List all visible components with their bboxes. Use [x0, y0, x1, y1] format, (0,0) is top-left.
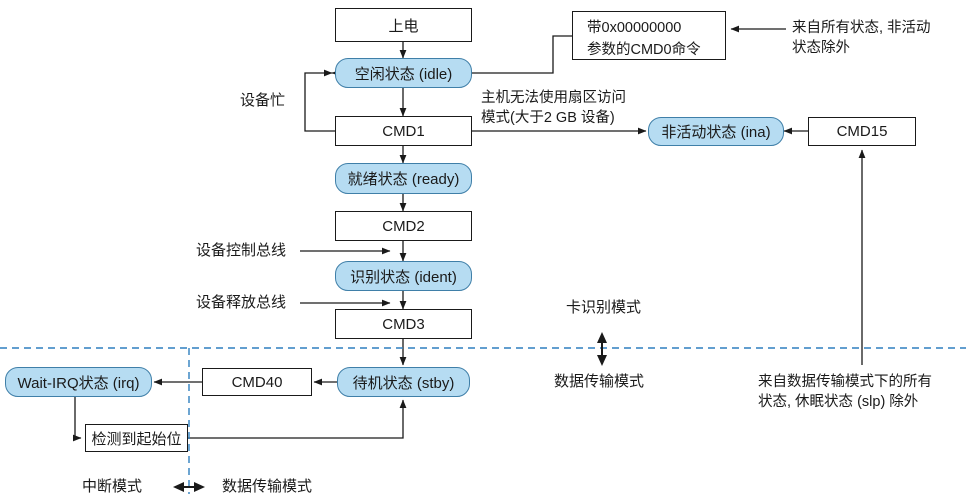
- label-data-transfer-mode: 数据传输模式: [554, 373, 645, 390]
- node-cmd1[interactable]: CMD1: [335, 116, 472, 146]
- label-from-all-states: 来自所有状态, 非活动 状态除外: [792, 18, 962, 58]
- mode-double-arrow-horizontal: [173, 482, 205, 492]
- edge-startbit-stby: [188, 399, 407, 439]
- label-host-no-sector-line2: 模式(大于2 GB 设备): [481, 110, 615, 126]
- node-cmd3[interactable]: CMD3: [335, 309, 472, 339]
- mode-double-arrow-vertical: [597, 332, 607, 366]
- label-from-dtm-line2: 状态, 休眠状态 (slp) 除外: [758, 394, 919, 410]
- node-cmd2[interactable]: CMD2: [335, 211, 472, 241]
- cmd0-note-line2: 参数的CMD0命令: [587, 42, 701, 58]
- label-device-busy: 设备忙: [240, 92, 286, 109]
- node-start-bit-detected[interactable]: 检测到起始位: [85, 424, 188, 452]
- label-device-release-bus: 设备释放总线: [196, 294, 287, 311]
- node-idle-state[interactable]: 空闲状态 (idle): [335, 58, 472, 88]
- label-device-control-bus: 设备控制总线: [196, 242, 287, 259]
- label-host-no-sector-access: 主机无法使用扇区访问 模式(大于2 GB 设备): [481, 88, 656, 128]
- label-from-dtm-line1: 来自数据传输模式下的所有: [758, 374, 932, 390]
- node-cmd40[interactable]: CMD40: [202, 368, 312, 396]
- label-interrupt-mode: 中断模式: [82, 478, 143, 495]
- edge-devicebusy-loop: [304, 69, 335, 132]
- edge-irq-startbit: [73, 397, 82, 442]
- label-from-all-states-line1: 来自所有状态, 非活动: [792, 20, 931, 36]
- node-stby-state[interactable]: 待机状态 (stby): [337, 367, 470, 397]
- label-card-identification-mode: 卡识别模式: [566, 299, 642, 316]
- label-from-data-transfer-mode: 来自数据传输模式下的所有 状态, 休眠状态 (slp) 除外: [758, 372, 966, 412]
- cmd0-note-line1: 带0x00000000: [587, 20, 682, 36]
- node-cmd15[interactable]: CMD15: [808, 117, 916, 146]
- node-wait-irq-state[interactable]: Wait-IRQ状态 (irq): [5, 367, 152, 397]
- node-inactive-state[interactable]: 非活动状态 (ina): [648, 117, 784, 146]
- node-ready-state[interactable]: 就绪状态 (ready): [335, 163, 472, 194]
- label-from-all-states-line2: 状态除外: [792, 40, 850, 56]
- label-data-transfer-mode-bottom: 数据传输模式: [222, 478, 313, 495]
- node-cmd0-note[interactable]: 带0x00000000 参数的CMD0命令: [572, 11, 726, 60]
- node-power-on[interactable]: 上电: [335, 8, 472, 42]
- node-ident-state[interactable]: 识别状态 (ident): [335, 261, 472, 291]
- label-host-no-sector-line1: 主机无法使用扇区访问: [481, 90, 626, 106]
